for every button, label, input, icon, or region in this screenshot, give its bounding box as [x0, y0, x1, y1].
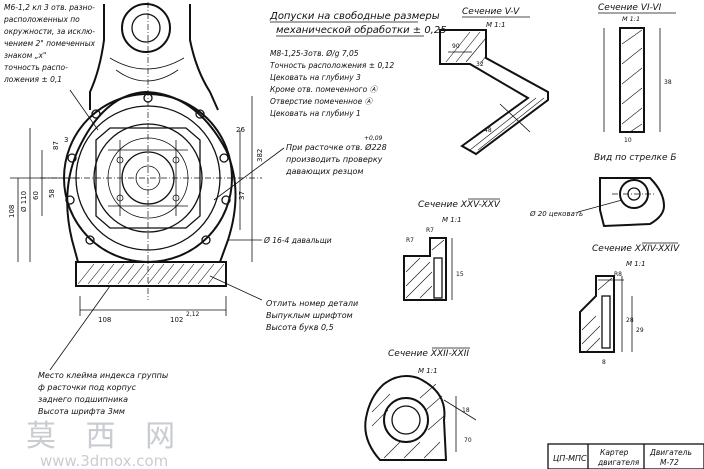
watermark-glyphs: 莫 西 网 [26, 419, 185, 454]
part-note-line: Отлить номер детали [266, 299, 358, 308]
left-note-line: окружности, за исклю- [4, 27, 95, 36]
dim-left-3: 60 [32, 191, 40, 200]
left-thread-note: М6-1,2 кл 3 отв. разно- расположенных по… [3, 3, 96, 84]
boring-superscript: +0,09 [364, 135, 383, 142]
vivi-dim: 10 [624, 137, 632, 144]
section-vv-scale: М 1:1 [486, 21, 506, 29]
watermark-url: www.3dmox.com [40, 452, 168, 469]
section-vi-vi: Сечение VI-VI М 1:1 38 10 [598, 3, 676, 144]
boring-line: производить проверку [286, 155, 383, 164]
section-xxii-title: Сечение XXII-XXII [388, 349, 469, 359]
holes-label: Ø 16-4 давальщи [263, 236, 332, 245]
section-v-v: Сечение V-V М 1:1 90 32 48 [439, 7, 549, 156]
tolerance-note: Допуски на свободные размеры механическо… [269, 10, 447, 118]
section-vivi-title: Сечение VI-VI [598, 3, 662, 13]
xxii-dim: 70 [464, 437, 472, 444]
tolerance-line: Точность расположения ± 0,12 [270, 61, 394, 70]
title-block-doc-2: двигателя [597, 458, 640, 467]
section-xxv-xxv: Сечение XXV-XXV М 1:1 R7 R7 15 [403, 198, 501, 301]
part-note-line: Выпуклым шрифтом [266, 311, 353, 320]
arrow-view-title: Вид по стрелке Б [594, 153, 677, 163]
left-note-line: точность распо- [4, 63, 68, 72]
title-block-sheet-1: Двигатель [649, 448, 692, 457]
xxiv-dim: 28 [626, 317, 634, 324]
flange-bolt-holes [65, 93, 231, 245]
index-note-line: Высота шрифта 3мм [38, 407, 125, 416]
tolerance-title-2: механической обработки ± 0,25 [276, 24, 447, 36]
index-note-line: Место клейма индекса группы [38, 371, 168, 380]
index-note-line: заднего подшипника [38, 395, 128, 404]
dim-center-3: 3 [64, 136, 68, 144]
boring-line: При расточке отв. Ø228 [286, 142, 387, 152]
xxv-dim: 15 [456, 271, 464, 278]
section-xxii-xxii: Сечение XXII-XXII М 1:1 18 70 [364, 347, 477, 461]
vv-dim: 90 [452, 43, 460, 50]
part-note-line: Высота букв 0,5 [266, 323, 334, 332]
arrow-hole-label: Ø 20 цековать [529, 210, 583, 218]
dim-left-2: Ø 110 [20, 191, 28, 212]
index-note-line: ф расточки под корпус [38, 383, 137, 392]
section-xxv-title: Сечение XXV-XXV [418, 200, 501, 210]
dim-right-2: 26 [236, 126, 245, 134]
xxiv-dim: 8 [602, 359, 606, 366]
title-block-code: ЦП-МПС [553, 454, 587, 463]
left-note-line: расположенных по [3, 15, 80, 24]
view-arrow-b: Вид по стрелке Б Ø 20 цековать [529, 153, 677, 228]
tolerance-title-1: Допуски на свободные размеры [269, 10, 440, 22]
title-block-doc-1: Картер [600, 448, 629, 457]
left-note-line: знаком „х" [4, 51, 46, 60]
main-view-dimension-lines [10, 96, 253, 316]
section-xxv-scale: М 1:1 [442, 216, 462, 224]
dim-bottom-3: 2,12 [186, 311, 200, 318]
dim-bottom-2: 102 [170, 316, 183, 324]
section-vv-title: Сечение V-V [462, 7, 520, 17]
section-xxiv-scale: М 1:1 [626, 260, 646, 268]
left-note-line: М6-1,2 кл 3 отв. разно- [4, 3, 95, 12]
vivi-dim: 38 [664, 79, 672, 86]
dim-center-2: 58 [48, 189, 56, 198]
section-xxiv-title: Сечение XXIV-XXIV [592, 244, 680, 254]
boring-line: давающих резцом [285, 167, 363, 176]
dim-center-1: 87 [52, 141, 60, 150]
dim-right-1: 382 [256, 149, 264, 162]
sump-hatching [77, 263, 225, 285]
main-view-crankcase [10, 2, 285, 371]
vv-dim: 48 [484, 127, 492, 134]
xxv-dim: R7 [406, 237, 414, 244]
watermark: 莫 西 网 www.3dmox.com [26, 419, 185, 469]
title-block: ЦП-МПС Картер двигателя Двигатель М-72 [547, 443, 704, 469]
section-xxii-scale: М 1:1 [418, 367, 438, 375]
left-note-line: чением 2" помеченных [4, 39, 96, 48]
boring-note: +0,09 При расточке отв. Ø228 производить… [285, 135, 387, 176]
tolerance-line: Цековать на глубину 1 [270, 109, 361, 118]
part-number-note: Отлить номер детали Выпуклым шрифтом Выс… [266, 299, 358, 332]
title-block-sheet-2: М-72 [660, 458, 679, 467]
xxiv-dim: R8 [614, 271, 622, 278]
xxv-dim: R7 [426, 227, 434, 234]
vv-dim: 32 [476, 61, 484, 68]
dim-left-1: 108 [8, 205, 16, 218]
left-note-line: ложения ± 0,1 [3, 75, 62, 84]
xxii-dim: 18 [462, 407, 470, 414]
tolerance-line: Цековать на глубину 3 [270, 73, 361, 82]
dim-right-3: 37 [238, 191, 246, 200]
xxiv-dim: 29 [636, 327, 644, 334]
dim-bottom-1: 108 [98, 316, 111, 324]
tolerance-line: М8-1,25-3отв. Ø/g 7,05 [270, 49, 359, 58]
section-xxiv-xxiv: Сечение XXIV-XXIV М 1:1 R8 8 28 29 [579, 242, 680, 366]
index-stamp-note: Место клейма индекса группы ф расточки п… [38, 371, 168, 416]
tolerance-line: Кроме отв. помеченного Ⓐ [270, 85, 379, 94]
section-vivi-scale: М 1:1 [622, 15, 640, 23]
tolerance-line: Отверстие помеченное Ⓐ [270, 97, 374, 106]
